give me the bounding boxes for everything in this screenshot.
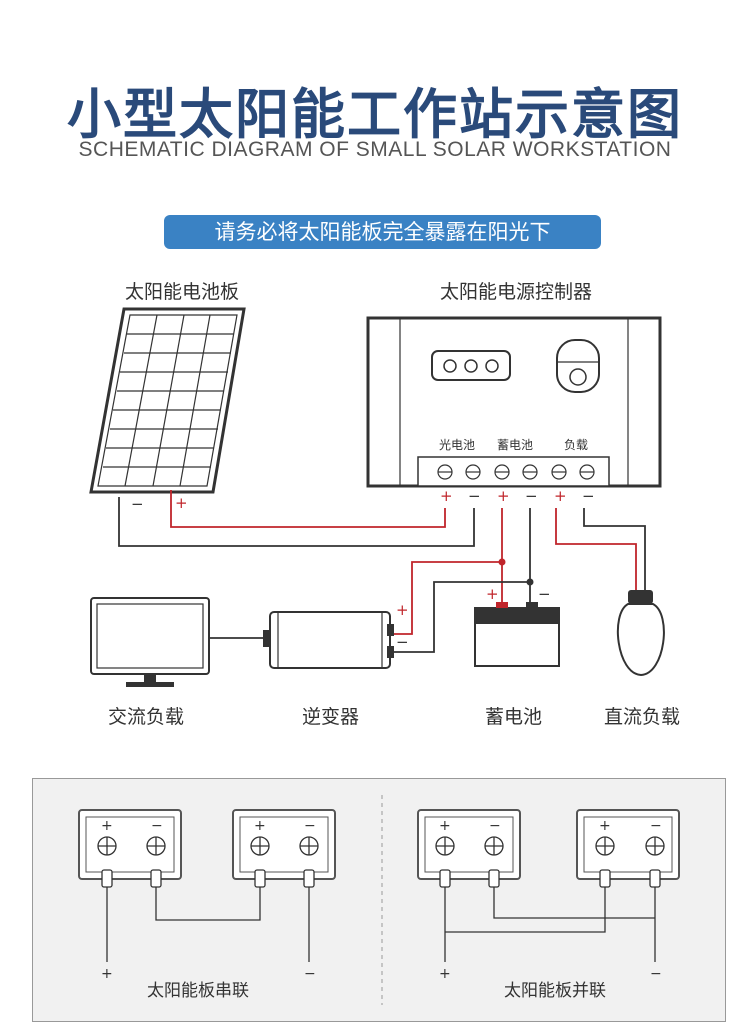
inverter-minus-sign: − bbox=[396, 633, 409, 651]
pv-positive-wire bbox=[170, 490, 446, 528]
series-plus-sign: + bbox=[254, 818, 266, 834]
load-terminal-label: 负载 bbox=[564, 438, 589, 452]
panel-minus-sign: − bbox=[131, 495, 144, 513]
minus-sign: − bbox=[582, 487, 595, 505]
plus-sign: + bbox=[554, 487, 567, 505]
warning-banner: 请务必将太阳能板完全暴露在阳光下 bbox=[164, 215, 601, 249]
inverter-label: 逆变器 bbox=[302, 706, 360, 728]
series-plus-sign: + bbox=[101, 818, 113, 834]
pv-negative-wire bbox=[118, 497, 475, 547]
series-output-minus: − bbox=[304, 966, 316, 982]
pv-terminal-label: 光电池 bbox=[439, 438, 476, 452]
load-positive-wire bbox=[555, 508, 637, 590]
plus-sign: + bbox=[497, 487, 510, 505]
series-caption: 太阳能板串联 bbox=[147, 981, 249, 1001]
page-subtitle: SCHEMATIC DIAGRAM OF SMALL SOLAR WORKSTA… bbox=[78, 138, 672, 161]
page-title: 小型太阳能工作站示意图 bbox=[67, 83, 683, 146]
controller-label: 太阳能电源控制器 bbox=[440, 281, 593, 303]
dc-load-label: 直流负载 bbox=[604, 706, 681, 728]
ac-load-label: 交流负载 bbox=[108, 706, 185, 728]
plus-sign: + bbox=[440, 487, 453, 505]
series-minus-sign: − bbox=[304, 818, 316, 834]
parallel-caption: 太阳能板并联 bbox=[504, 981, 606, 1001]
inverter-icon bbox=[263, 611, 394, 669]
battery-label: 蓄电池 bbox=[485, 706, 543, 728]
parallel-output-minus: − bbox=[650, 966, 662, 982]
monitor-icon bbox=[90, 597, 210, 687]
inverter-plus-sign: + bbox=[396, 601, 409, 619]
battery-terminal-label: 蓄电池 bbox=[497, 438, 534, 452]
battery-minus-sign: − bbox=[538, 585, 551, 603]
bulb-icon bbox=[616, 590, 665, 677]
controller-icon bbox=[366, 316, 662, 488]
series-output-plus: + bbox=[101, 966, 113, 982]
solar-panel-label: 太阳能电池板 bbox=[125, 281, 240, 303]
parallel-plus-sign: + bbox=[599, 818, 611, 834]
parallel-minus-sign: − bbox=[650, 818, 662, 834]
parallel-output-plus: + bbox=[439, 966, 451, 982]
minus-sign: − bbox=[468, 487, 481, 505]
series-minus-sign: − bbox=[151, 818, 163, 834]
battery-plus-sign: + bbox=[486, 585, 499, 603]
parallel-minus-sign: − bbox=[489, 818, 501, 834]
minus-sign: − bbox=[525, 487, 538, 505]
parallel-plus-sign: + bbox=[439, 818, 451, 834]
panel-plus-sign: + bbox=[175, 494, 188, 512]
load-negative-wire bbox=[583, 508, 646, 594]
battery-icon bbox=[474, 602, 560, 667]
solar-panel-icon bbox=[89, 307, 246, 494]
